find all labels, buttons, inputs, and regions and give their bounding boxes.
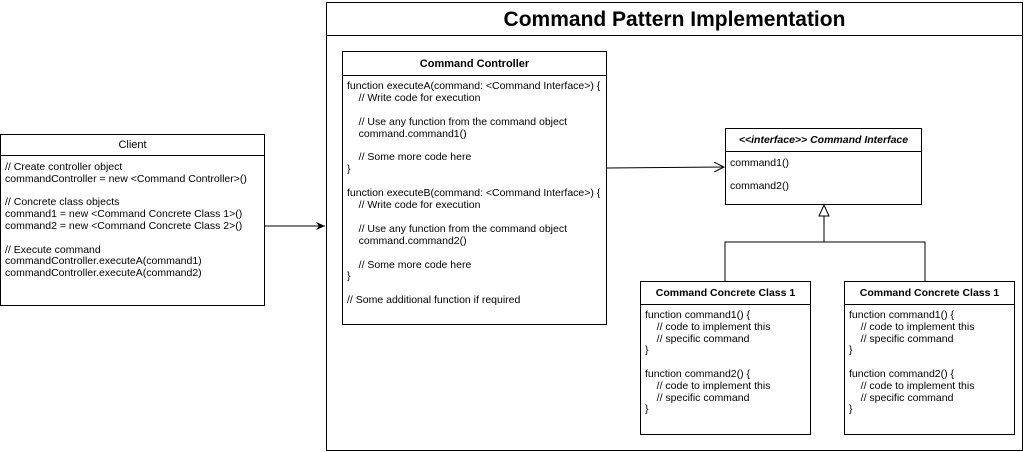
- code-line: // Some more code here: [347, 258, 472, 271]
- code-line: // specific command: [849, 391, 954, 404]
- code-line: commandController.executeA(command2): [5, 267, 202, 280]
- concrete-class-2-box: Command Concrete Class 1 function comman…: [844, 281, 1015, 435]
- code-line: function command1() {: [849, 309, 955, 321]
- code-line: }: [849, 403, 853, 416]
- code-line: // code to implement this: [849, 320, 975, 333]
- code-line: // Some more code here: [347, 151, 472, 164]
- code-line: // Execute command: [5, 243, 101, 256]
- code-line: function command1() {: [645, 309, 751, 321]
- code-line: command1(): [730, 157, 789, 169]
- inheritance-connector: [724, 241, 926, 281]
- code-line: function command2() {: [849, 368, 955, 380]
- code-line: }: [347, 163, 351, 176]
- code-line: // Some additional function if required: [347, 294, 521, 307]
- code-line: // specific command: [849, 332, 954, 345]
- code-line: // code to implement this: [645, 320, 771, 333]
- code-line: // Use any function from the command obj…: [347, 222, 568, 235]
- code-line: }: [645, 403, 649, 416]
- code-line: }: [849, 344, 853, 357]
- code-line: command1 = new <Command Concrete Class 1…: [5, 208, 243, 221]
- code-line: // code to implement this: [849, 379, 975, 392]
- code-line: // specific command: [645, 332, 750, 345]
- command-interface-header: <<interface>> Command Interface: [726, 129, 921, 152]
- code-line: function executeB(command: <Command Inte…: [347, 187, 601, 200]
- concrete-class-1-box: Command Concrete Class 1 function comman…: [640, 281, 811, 435]
- code-line: // Write code for execution: [347, 91, 481, 104]
- concrete-class-2-header: Command Concrete Class 1: [845, 282, 1014, 305]
- code-line: }: [347, 270, 351, 283]
- client-header: Client: [1, 135, 264, 156]
- code-line: command.command2(): [347, 234, 467, 247]
- code-line: // Concrete class objects: [5, 196, 120, 209]
- inheritance-triangle: [818, 203, 830, 217]
- code-line: command2 = new <Command Concrete Class 2…: [5, 220, 243, 232]
- code-line: commandController = new <Command Control…: [5, 172, 247, 185]
- controller-to-interface-arrow: [606, 167, 724, 168]
- code-line: // Write code for execution: [347, 199, 481, 211]
- code-line: commandController.executeA(command1): [5, 255, 202, 268]
- code-line: // specific command: [645, 391, 750, 404]
- code-line: command2(): [730, 180, 789, 192]
- diagram-title: Command Pattern Implementation: [327, 3, 1022, 36]
- code-line: // Use any function from the command obj…: [347, 115, 568, 128]
- code-line: command.command1(): [347, 127, 467, 140]
- code-line: // Create controller object: [5, 161, 123, 173]
- command-interface-box: <<interface>> Command Interface command1…: [725, 128, 922, 205]
- command-controller-box: Command Controller function executeA(com…: [342, 51, 607, 325]
- code-line: function command2() {: [645, 368, 751, 380]
- concrete-class-1-header: Command Concrete Class 1: [641, 282, 810, 305]
- command-controller-header: Command Controller: [343, 52, 606, 76]
- code-line: // code to implement this: [645, 379, 771, 392]
- code-line: }: [645, 344, 649, 357]
- code-line: function executeA(command: <Command Inte…: [347, 80, 601, 92]
